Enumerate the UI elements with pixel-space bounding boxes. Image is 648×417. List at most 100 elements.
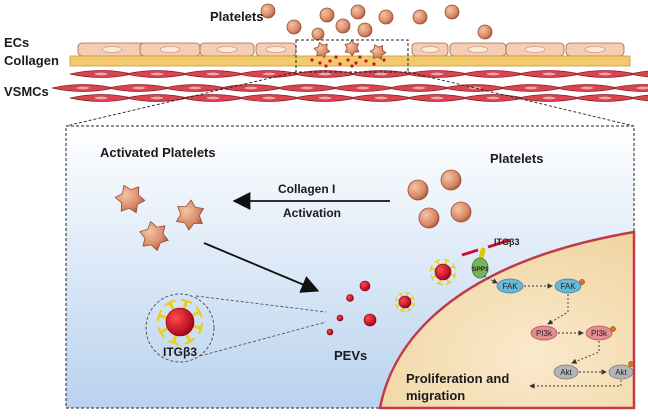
pathway: FAK FAK PI3k PI3k Akt Akt	[483, 275, 634, 389]
phospho-dot-pi3k	[610, 326, 616, 332]
injury-pev-dot	[372, 62, 376, 66]
itgb3-cap	[434, 259, 441, 263]
fak-label-2: FAK	[560, 282, 576, 291]
circulating-platelets	[260, 3, 493, 41]
pi3k-node-1	[530, 325, 558, 341]
ecs-label: ECs	[4, 35, 29, 50]
itgb3-cap	[429, 265, 433, 272]
ec-nucleus	[265, 46, 287, 53]
vsmc-nucleus	[93, 71, 109, 76]
pev-zoom-vesicle	[156, 298, 204, 346]
vsmc-nucleus	[205, 71, 221, 76]
pev	[165, 307, 195, 337]
platelet	[311, 27, 325, 41]
vsmc-nucleus	[205, 95, 221, 100]
platelet	[286, 19, 302, 35]
activated-platelet	[344, 39, 360, 57]
activated-platelet	[369, 44, 387, 60]
itgb3-spike	[168, 301, 176, 312]
injury-pev-dot	[318, 61, 322, 65]
pev	[398, 295, 412, 309]
zoom-line-right	[407, 71, 635, 127]
itgb3-spike	[444, 259, 448, 266]
activation-label: Activation	[283, 206, 341, 220]
pevs-label: PEVs	[334, 348, 367, 363]
itgb3-spike	[191, 324, 203, 330]
itgb3-cap	[399, 309, 405, 313]
vsmc-nucleus	[597, 71, 613, 76]
vsmc-nucleus	[411, 85, 427, 90]
vsmc-layer	[51, 70, 648, 102]
vsmc-nucleus	[261, 95, 277, 100]
vsmc-nucleus	[467, 85, 483, 90]
vsmc-nucleus	[429, 71, 445, 76]
collagen-i-label: Collagen I	[278, 182, 335, 196]
platelet	[450, 201, 472, 223]
resting-platelets-group	[407, 169, 472, 229]
ec-nucleus	[159, 46, 181, 53]
pev	[434, 263, 452, 281]
itgb3-zoom-label: ITGβ3	[163, 345, 197, 359]
vsmc-nucleus	[131, 85, 147, 90]
pi3k-label-1: PI3k	[536, 329, 553, 338]
vsmc	[629, 70, 648, 78]
pev	[326, 328, 334, 336]
itgb3-cap	[430, 274, 434, 281]
vessel-wall: Platelets ECs Collagen VSMCs	[4, 3, 648, 127]
itgb3-cap	[453, 272, 457, 279]
arrow-akt-outcome	[529, 380, 622, 389]
platelet	[260, 3, 276, 19]
arrow-spp1-fak	[483, 275, 498, 284]
vsmc-nucleus	[579, 85, 595, 90]
ec-nucleus	[467, 46, 489, 53]
vsmc-nucleus	[187, 85, 203, 90]
pev-zoom-line-bottom	[199, 321, 327, 357]
vsmc-nucleus	[317, 95, 333, 100]
itgb3-spike	[184, 332, 192, 343]
itgb3-spike	[159, 326, 170, 334]
pev-cluster	[326, 280, 377, 336]
zoom-panel: Activated Platelets Platelets Collagen I…	[65, 125, 636, 410]
itgb3-cap	[405, 291, 411, 295]
vsmc-nucleus	[149, 71, 165, 76]
pev	[359, 280, 371, 292]
injury-zoom-box	[295, 39, 409, 73]
vsmc-nucleus	[597, 95, 613, 100]
platelet	[350, 4, 366, 20]
injury-pev-dot	[350, 64, 354, 68]
vsmc-nucleus	[317, 71, 333, 76]
itgb3-cap	[157, 326, 165, 338]
platelet	[357, 22, 373, 38]
platelet	[407, 179, 429, 201]
binding-pev-2	[394, 291, 416, 313]
vsmc-nucleus	[523, 85, 539, 90]
pev	[336, 314, 344, 322]
pev	[363, 313, 377, 327]
ec-nucleus	[584, 46, 606, 53]
vsmc-nucleus	[541, 71, 557, 76]
fak-node-2	[554, 278, 582, 294]
itgb3-cap	[198, 322, 204, 335]
ec-nucleus	[524, 46, 546, 53]
injury-pev-dot	[310, 58, 314, 62]
vsmc-nucleus	[373, 95, 389, 100]
injury-pev-dot	[346, 58, 350, 62]
spp1-label: SPP1	[472, 266, 489, 273]
akt-label-2: Akt	[615, 368, 627, 377]
pi3k-node-2	[585, 325, 613, 341]
vsmc-nucleus	[299, 85, 315, 90]
target-cell	[378, 230, 636, 410]
injury-pev-dot	[354, 61, 358, 65]
itgb3-spike	[449, 265, 455, 270]
itgb3-cap	[406, 308, 412, 312]
fak-node-1	[496, 278, 524, 294]
ec-nucleus	[420, 46, 440, 53]
ec-nucleus	[101, 46, 123, 53]
injury-pev-dot	[324, 64, 328, 68]
injury-pev-dot	[358, 55, 362, 59]
itgb3-spike	[182, 299, 188, 311]
vsmc-nucleus	[373, 71, 389, 76]
itgb3-spike	[157, 314, 169, 320]
platelet	[319, 7, 335, 23]
spp1-node	[471, 257, 489, 279]
